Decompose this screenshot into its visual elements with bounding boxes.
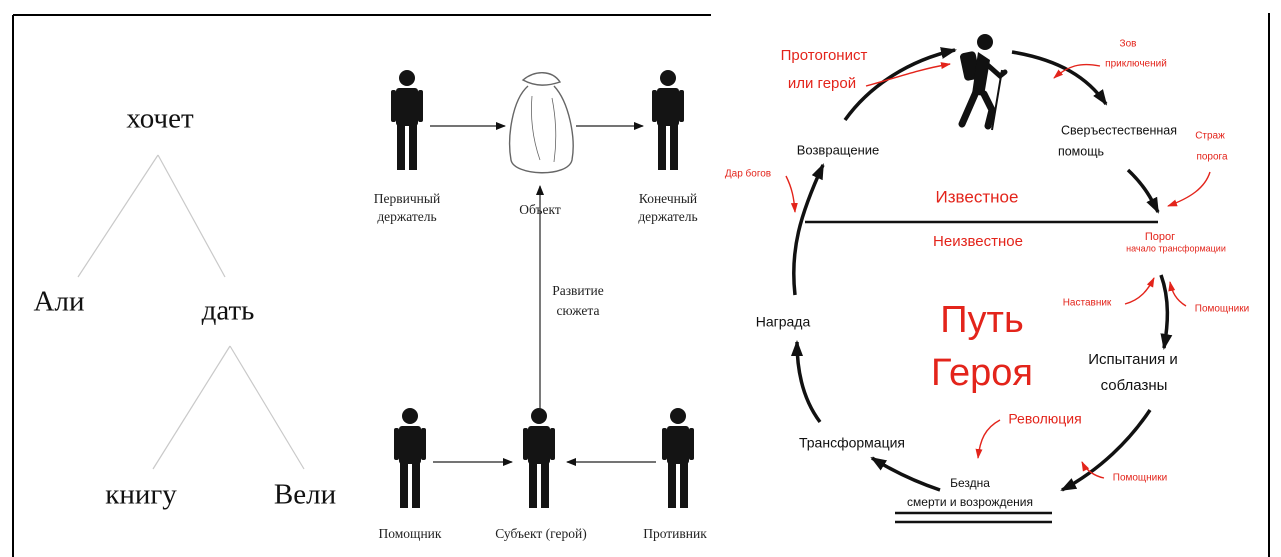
helper-person-icon bbox=[394, 408, 426, 508]
abyss-label-line1: Бездна bbox=[950, 476, 990, 490]
receiver-label-line2: держатель bbox=[638, 209, 697, 224]
leader-protagonist bbox=[865, 62, 951, 87]
object-sack-icon bbox=[508, 72, 574, 174]
leader-gift bbox=[785, 175, 798, 213]
sender-label-line2: держатель bbox=[377, 209, 436, 224]
helpers-label-1: Помощники bbox=[1195, 304, 1249, 315]
sender-person-icon bbox=[391, 70, 423, 170]
receiver-label-line1: Конечный bbox=[639, 191, 697, 206]
opponent-person-icon bbox=[662, 408, 694, 508]
plot-label-line1: Развитие bbox=[552, 283, 604, 298]
return-label: Возвращение bbox=[797, 142, 880, 157]
cycle-arc-right-upper bbox=[1126, 168, 1160, 214]
cycle-arc-top-left bbox=[843, 47, 957, 122]
cycle-arc-bottom-left bbox=[870, 456, 941, 492]
cycle-arc-right-middle bbox=[1159, 274, 1173, 350]
unknown-label: Неизвестное bbox=[933, 233, 1023, 250]
leader-call bbox=[1053, 63, 1101, 79]
abyss-double-line bbox=[895, 511, 1052, 524]
receiver-person-icon bbox=[652, 70, 684, 170]
helpers-label-2: Помощники bbox=[1113, 473, 1167, 484]
object-label: Объект bbox=[519, 202, 561, 217]
tree-edge bbox=[229, 345, 305, 470]
supernatural-label-line2: помощь bbox=[1058, 144, 1104, 158]
leader-guardian bbox=[1167, 171, 1211, 207]
actant-model-panel: Первичный держатель Объект Конечный держ… bbox=[374, 70, 707, 541]
cycle-arc-left-lower bbox=[791, 340, 822, 424]
leader-mentor bbox=[1124, 277, 1155, 305]
call-label-line2: приключений bbox=[1105, 59, 1167, 70]
gift-label: Дар богов bbox=[725, 168, 771, 180]
helper-label: Помощник bbox=[379, 526, 442, 541]
plot-label-line2: сюжета bbox=[557, 303, 600, 318]
opponent-label: Противник bbox=[643, 526, 707, 541]
subject-person-icon bbox=[523, 408, 555, 508]
hero-journey-panel: Протогонист или герой Зов приключений Ст… bbox=[725, 34, 1249, 524]
tree-node-object: книгу bbox=[105, 479, 177, 511]
tree-edge bbox=[157, 154, 226, 278]
leader-helpers-1 bbox=[1168, 281, 1187, 307]
subject-label: Субъект (герой) bbox=[495, 526, 586, 541]
call-label-line1: Зов bbox=[1120, 39, 1137, 50]
revolution-label: Революция bbox=[1008, 411, 1081, 427]
cycle-arc-left-upper bbox=[791, 163, 825, 296]
transformation-label: Трансформация bbox=[799, 435, 905, 451]
leader-helpers-2 bbox=[1081, 461, 1105, 479]
guardian-label-line1: Страж bbox=[1195, 131, 1225, 142]
cycle-arc-right-lower bbox=[1060, 409, 1152, 492]
protagonist-label-line1: Протогонист bbox=[781, 47, 868, 64]
threshold-label-line2: начало трансформации bbox=[1126, 243, 1226, 253]
supernatural-label-line1: Сверъестественная bbox=[1061, 123, 1177, 137]
hiker-icon bbox=[958, 34, 1008, 131]
title-line1: Путь bbox=[940, 299, 1024, 341]
syntax-tree-panel: хочет Али дать книгу Вели bbox=[34, 103, 337, 511]
tree-node-subject: Али bbox=[34, 286, 85, 318]
abyss-label-line2: смерти и возрождения bbox=[907, 495, 1033, 509]
mentor-label: Наставник bbox=[1063, 298, 1112, 309]
tree-edge bbox=[152, 345, 231, 470]
page-border bbox=[12, 13, 1270, 557]
sender-label-line1: Первичный bbox=[374, 191, 440, 206]
leader-revolution bbox=[975, 419, 1001, 459]
guardian-label-line2: порога bbox=[1196, 152, 1228, 163]
tree-node-verb: дать bbox=[202, 295, 255, 327]
threshold-label-line1: Порог bbox=[1145, 231, 1175, 243]
reward-label: Награда bbox=[756, 314, 811, 330]
protagonist-label-line2: или герой bbox=[788, 75, 856, 92]
title-line2: Героя bbox=[931, 352, 1033, 394]
tree-edge bbox=[77, 154, 159, 278]
cycle-arc-top-right bbox=[1011, 50, 1108, 106]
trials-label-line2: соблазны bbox=[1101, 377, 1168, 394]
tree-node-root: хочет bbox=[126, 103, 194, 135]
trials-label-line1: Испытания и bbox=[1088, 351, 1178, 368]
known-label: Известное bbox=[936, 187, 1019, 206]
tree-node-recipient: Вели bbox=[274, 479, 336, 511]
